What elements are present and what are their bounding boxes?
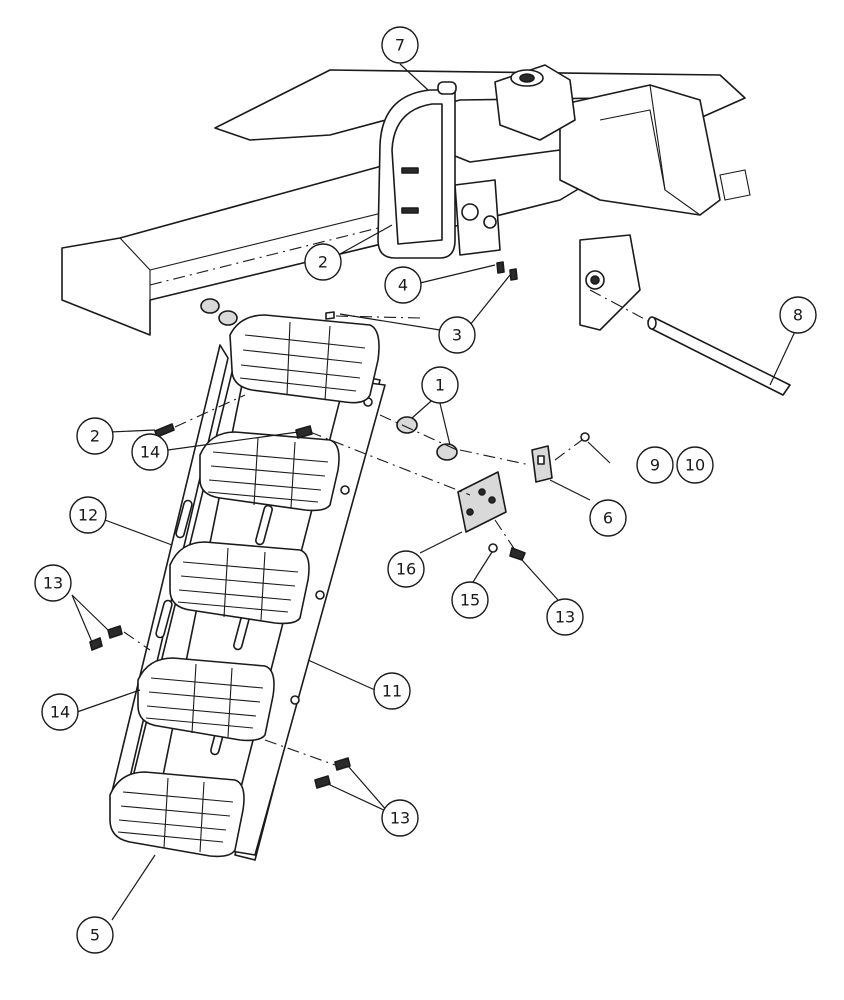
svg-text:2: 2 bbox=[90, 427, 100, 446]
tread-3 bbox=[169, 541, 310, 625]
svg-text:2: 2 bbox=[318, 253, 328, 272]
callout-5: 5 bbox=[76, 916, 114, 954]
callout-4: 4 bbox=[384, 266, 422, 304]
callout-13c: 13 bbox=[546, 598, 584, 636]
step-ladder bbox=[109, 314, 386, 861]
callout-11: 11 bbox=[373, 672, 411, 710]
svg-text:13: 13 bbox=[43, 574, 63, 593]
svg-text:8: 8 bbox=[793, 306, 803, 325]
svg-text:12: 12 bbox=[78, 506, 98, 525]
svg-text:11: 11 bbox=[382, 682, 402, 701]
callout-2b: 2 bbox=[76, 417, 114, 455]
leader-lines bbox=[71, 63, 799, 921]
tread-1 bbox=[229, 314, 380, 404]
svg-text:15: 15 bbox=[460, 591, 480, 610]
callout-13a: 13 bbox=[34, 564, 72, 602]
callout-14b: 14 bbox=[41, 693, 79, 731]
tread-5 bbox=[109, 771, 245, 858]
svg-text:13: 13 bbox=[555, 608, 575, 627]
shaft bbox=[589, 289, 791, 396]
callout-12: 12 bbox=[69, 496, 107, 534]
callout-2a: 2 bbox=[304, 243, 342, 281]
callout-8: 8 bbox=[779, 296, 817, 334]
callout-9: 9 bbox=[636, 446, 674, 484]
svg-text:10: 10 bbox=[685, 456, 705, 475]
frame-assembly bbox=[61, 64, 751, 336]
svg-text:7: 7 bbox=[395, 36, 405, 55]
svg-text:9: 9 bbox=[650, 456, 660, 475]
grab-handle bbox=[377, 81, 457, 259]
callout-7: 7 bbox=[381, 26, 419, 64]
tread-4 bbox=[137, 657, 275, 742]
svg-text:16: 16 bbox=[396, 560, 416, 579]
svg-text:6: 6 bbox=[603, 509, 613, 528]
svg-text:1: 1 bbox=[435, 376, 445, 395]
assembly-lines bbox=[123, 315, 583, 766]
callout-10: 10 bbox=[676, 446, 714, 484]
callout-15: 15 bbox=[451, 581, 489, 619]
callout-16: 16 bbox=[387, 550, 425, 588]
callout-1: 1 bbox=[421, 366, 459, 404]
svg-text:13: 13 bbox=[390, 809, 410, 828]
callout-13b: 13 bbox=[381, 799, 419, 837]
svg-text:5: 5 bbox=[90, 926, 100, 945]
tread-2 bbox=[199, 431, 340, 512]
svg-text:14: 14 bbox=[50, 703, 70, 722]
svg-text:4: 4 bbox=[398, 276, 408, 295]
bracket-plate bbox=[457, 471, 507, 533]
shim-plate bbox=[531, 445, 553, 483]
callout-6: 6 bbox=[589, 499, 627, 537]
callout-3: 3 bbox=[438, 316, 476, 354]
svg-text:3: 3 bbox=[452, 326, 462, 345]
callout-14a: 14 bbox=[131, 433, 169, 471]
svg-text:14: 14 bbox=[140, 443, 160, 462]
